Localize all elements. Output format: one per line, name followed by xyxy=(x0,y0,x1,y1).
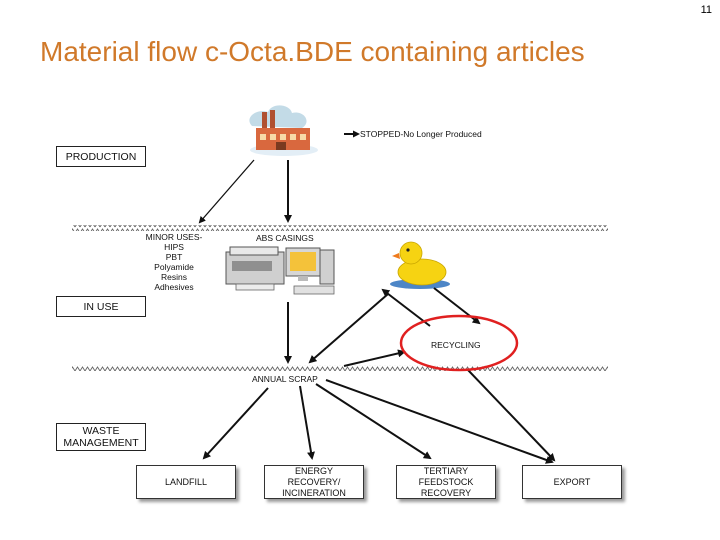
factory-icon xyxy=(249,105,318,156)
destination-energy-recovery: ENERGY RECOVERY/ INCINERATION xyxy=(264,465,364,499)
minor-uses-heading: MINOR USES- xyxy=(145,232,203,242)
minor-use-item: Polyamide xyxy=(154,262,194,272)
minor-use-item: Resins xyxy=(161,272,187,282)
minor-use-item: PBT xyxy=(165,252,183,262)
destination-tertiary-feedstock: TERTIARY FEEDSTOCK RECOVERY xyxy=(396,465,496,499)
arrow-scrap-energy xyxy=(299,385,315,460)
stage-production: PRODUCTION xyxy=(56,146,146,167)
page-title: Material flow c-Octa.BDE containing arti… xyxy=(40,36,585,67)
annual-scrap-label: ANNUAL SCRAP xyxy=(252,374,318,384)
arrow-duck-scrap xyxy=(308,293,389,364)
recycling-highlight-ring xyxy=(399,314,519,372)
arrow-recycling-export xyxy=(467,369,556,462)
destination-landfill: LANDFILL xyxy=(136,465,236,499)
arrow-scrap-tertiary xyxy=(315,383,432,460)
office-equipment-icon xyxy=(225,246,335,295)
destination-export: EXPORT xyxy=(522,465,622,499)
slide-number: 11 xyxy=(700,4,712,16)
separator-band-top xyxy=(72,225,608,231)
abs-casings-label: ABS CASINGS xyxy=(256,233,314,243)
minor-use-item: Adhesives xyxy=(154,282,194,292)
stage-in-use: IN USE xyxy=(56,296,146,317)
arrow-scrap-recycling xyxy=(343,349,406,367)
minor-uses-list: MINOR USES- HIPS PBT Polyamide Resins Ad… xyxy=(128,232,220,292)
rubber-duck-icon xyxy=(390,241,450,289)
arrow-recycling-duck xyxy=(381,288,431,327)
arrow-factory-minor-uses xyxy=(198,159,255,224)
separator-band-bottom xyxy=(72,365,608,371)
stopped-label: STOPPED-No Longer Produced xyxy=(360,129,482,139)
stage-waste-management: WASTE MANAGEMENT xyxy=(56,423,146,451)
arrow-scrap-landfill xyxy=(202,387,269,460)
minor-use-item: HIPS xyxy=(164,242,184,252)
recycling-label: RECYCLING xyxy=(431,340,481,350)
arrow-scrap-export xyxy=(325,379,554,464)
